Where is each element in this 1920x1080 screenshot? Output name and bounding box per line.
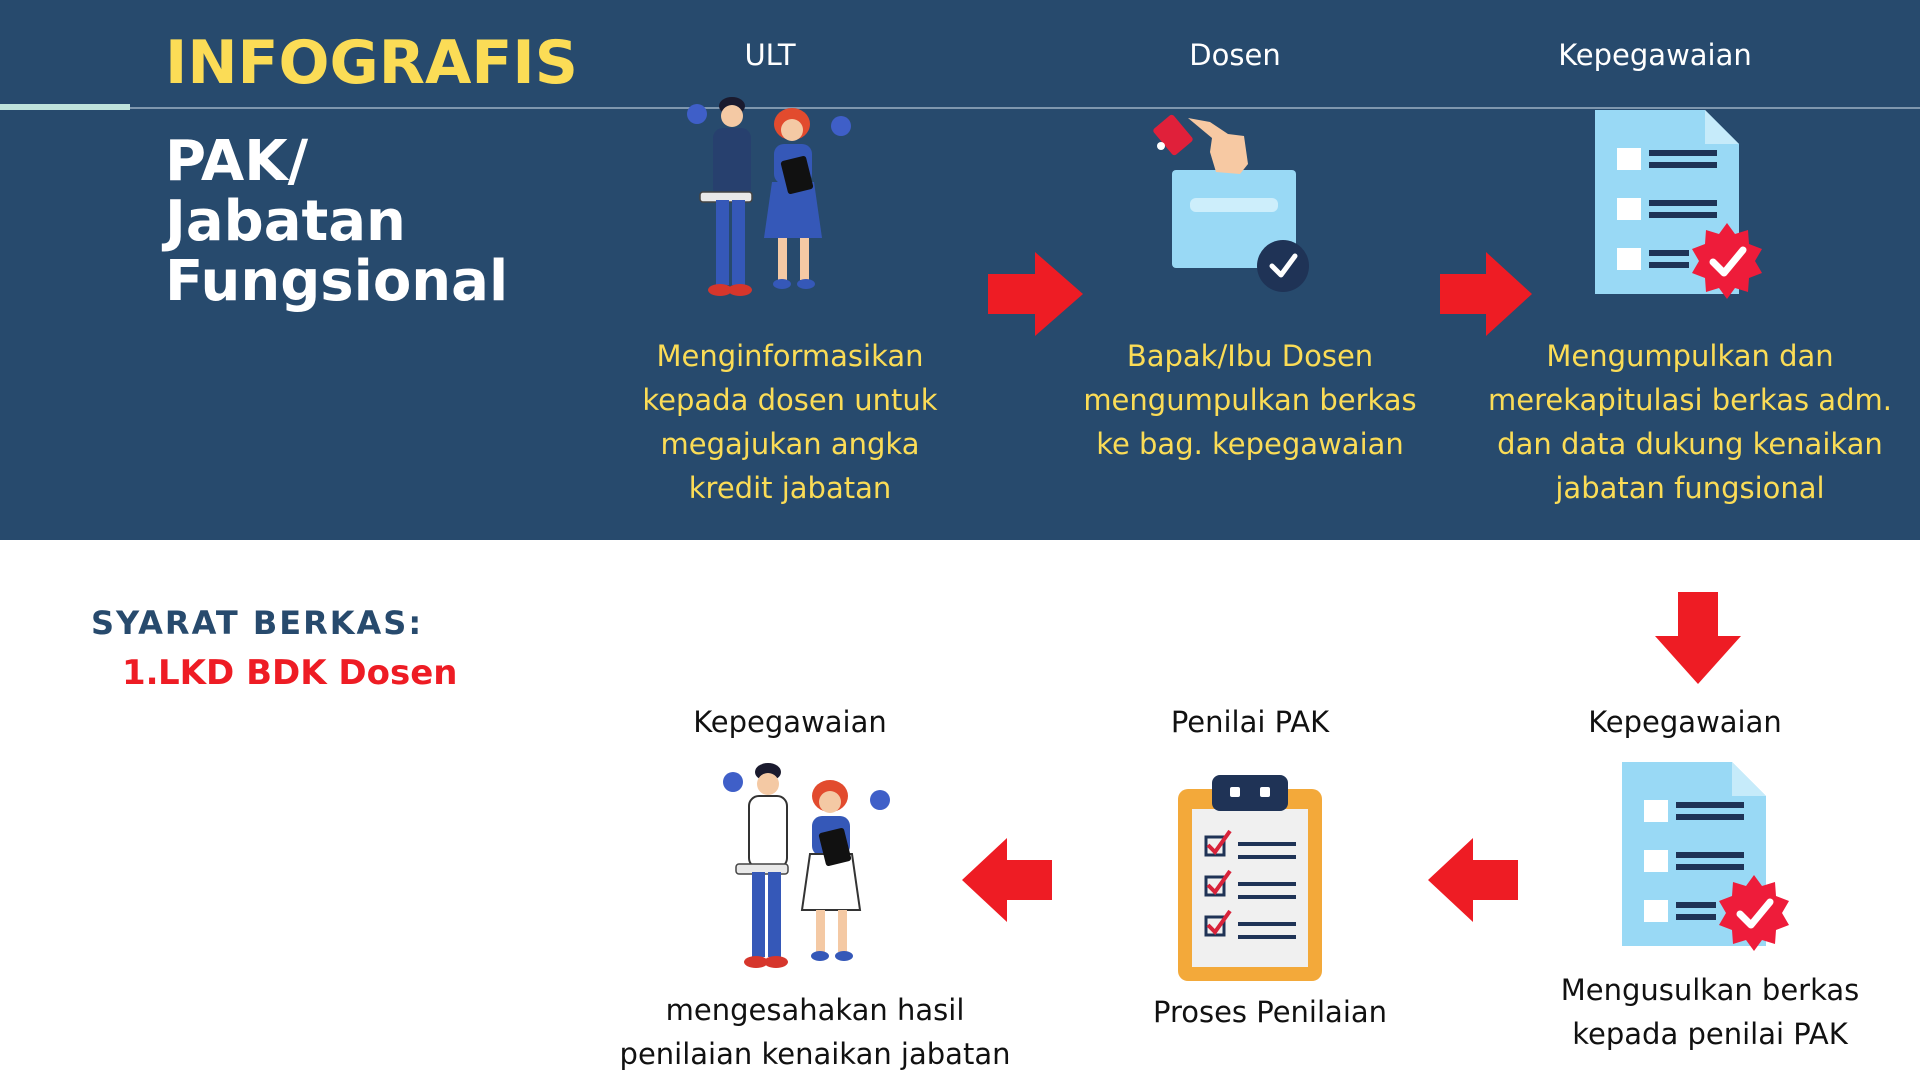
requirements-title: SYARAT BERKAS: [91,604,424,642]
infographic-title: INFOGRAFIS [165,28,578,98]
arrow-down-icon [1655,592,1741,684]
description-line: kredit jabatan [688,471,892,505]
description-line: ke bag. kepegawaian [1096,427,1404,461]
description-line: penilaian kenaikan jabatan [619,1037,1011,1071]
step-5-description: Proses Penilaian [1110,990,1430,1034]
step-2-actor: Dosen [1189,38,1281,72]
step-1-description: Menginformasikan kepada dosen untuk mega… [610,334,970,510]
step-3-actor: Kepegawaian [1558,38,1752,72]
people-icon [687,97,851,296]
header-accent-bar [0,104,130,110]
checked-document-icon [1595,110,1762,299]
description-line: megajukan angka [660,427,920,461]
description-line: mengesahakan hasil [665,993,965,1027]
step-4-actor: Kepegawaian [1588,705,1782,739]
description-line: Mengusulkan berkas [1560,973,1860,1007]
description-line: Menginformasikan [656,339,924,373]
description-line: dan data dukung kenaikan [1497,427,1883,461]
step-4-description: Mengusulkan berkas kepada penilai PAK [1530,968,1890,1056]
arrow-left-icon [962,838,1052,922]
ballot-box-icon [1153,114,1309,292]
description-line: Mengumpulkan dan [1546,339,1834,373]
step-6-description: mengesahakan hasil penilaian kenaikan ja… [600,988,1030,1076]
clipboard-checklist-icon [1178,775,1322,981]
subtitle-line: Fungsional [165,249,509,314]
requirement-text: LKD BDK Dosen [158,653,458,693]
description-line: kepada penilai PAK [1572,1017,1848,1051]
description-line: jabatan fungsional [1555,471,1825,505]
description-line: Bapak/Ibu Dosen [1126,339,1374,373]
checked-document-icon [1622,762,1789,951]
description-line: merekapitulasi berkas adm. [1488,383,1892,417]
step-5-actor: Penilai PAK [1170,705,1330,739]
arrow-right-icon [1440,252,1532,336]
requirement-item: 1.LKD BDK Dosen [122,653,457,693]
subtitle-line: PAK/ [165,129,309,194]
step-1-actor: ULT [744,38,796,72]
infographic-subtitle: PAK/ Jabatan Fungsional [165,132,585,312]
subtitle-line: Jabatan [165,189,406,254]
step-6-actor: Kepegawaian [693,705,887,739]
header-divider [130,107,1920,109]
description-line: mengumpulkan berkas [1083,383,1417,417]
arrow-right-icon [988,252,1083,336]
requirement-number: 1. [122,653,159,693]
arrow-left-icon [1428,838,1518,922]
step-2-description: Bapak/Ibu Dosen mengumpulkan berkas ke b… [1070,334,1430,466]
requirements-list: 1.LKD BDK Dosen [122,653,457,693]
people-icon [723,763,890,968]
step-3-description: Mengumpulkan dan merekapitulasi berkas a… [1470,334,1910,510]
description-line: kepada dosen untuk [642,383,938,417]
description-line: Proses Penilaian [1152,995,1388,1029]
